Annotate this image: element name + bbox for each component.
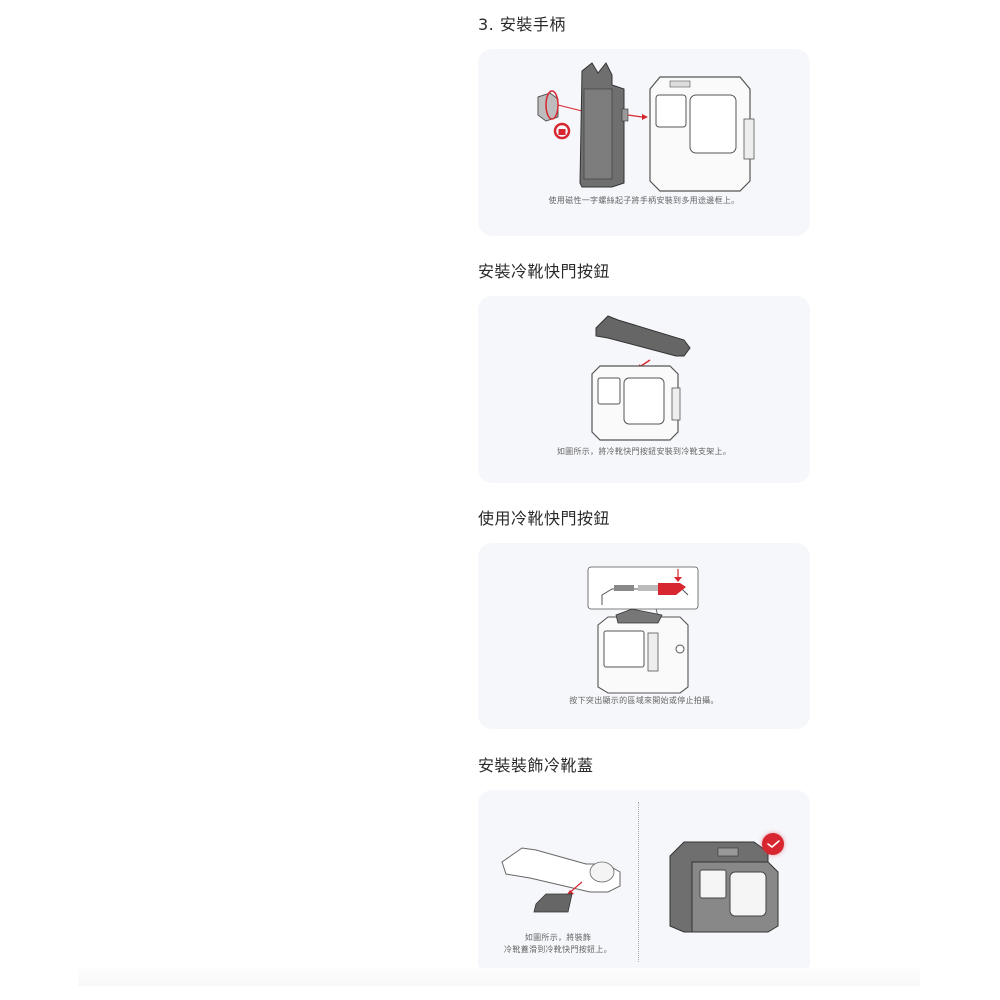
section-heading-install-cold-shoe-button: 安裝冷靴快門按鈕: [478, 262, 611, 281]
caption-install-decorative-cover: 如圖所示，將裝飾 冷靴蓋滑到冷靴快門按鈕上。: [478, 932, 638, 956]
card-install-cold-shoe-button: 如圖所示，將冷靴快門按鈕安裝到冷靴支架上。: [478, 296, 810, 483]
assembled-camera-illustration: [669, 841, 779, 933]
cover-slide-illustration: [501, 847, 621, 913]
cold-shoe-button-illustration: [591, 315, 691, 441]
section-heading-install-handle: 3. 安裝手柄: [478, 15, 566, 34]
check-badge: [762, 833, 784, 855]
card-use-cold-shoe-button: 按下突出顯示的區域來開始或停止拍攝。: [478, 543, 810, 729]
divider-dotted: [638, 802, 639, 962]
caption-line-2: 冷靴蓋滑到冷靴快門按鈕上。: [504, 945, 612, 954]
check-icon: [767, 840, 780, 848]
card-install-decorative-cover: 如圖所示，將裝飾 冷靴蓋滑到冷靴快門按鈕上。: [478, 790, 810, 976]
lock-icon: [553, 122, 571, 140]
caption-install-cold-shoe-button: 如圖所示，將冷靴快門按鈕安裝到冷靴支架上。: [556, 447, 732, 456]
section-heading-use-cold-shoe-button: 使用冷靴快門按鈕: [478, 509, 611, 528]
handle-attach-illustration: [537, 62, 755, 192]
caption-install-handle: 使用磁性一字螺絲起子將手柄安裝到多用途邊框上。: [548, 196, 740, 205]
card-install-handle: 使用磁性一字螺絲起子將手柄安裝到多用途邊框上。: [478, 49, 810, 236]
footer-shadow-band: [78, 968, 920, 986]
caption-use-cold-shoe-button: 按下突出顯示的區域來開始或停止拍攝。: [569, 696, 719, 705]
caption-line-1: 如圖所示，將裝飾: [524, 933, 592, 942]
section-heading-install-decorative-cover: 安裝裝飾冷靴蓋: [478, 756, 594, 775]
use-button-illustration: [587, 566, 699, 694]
